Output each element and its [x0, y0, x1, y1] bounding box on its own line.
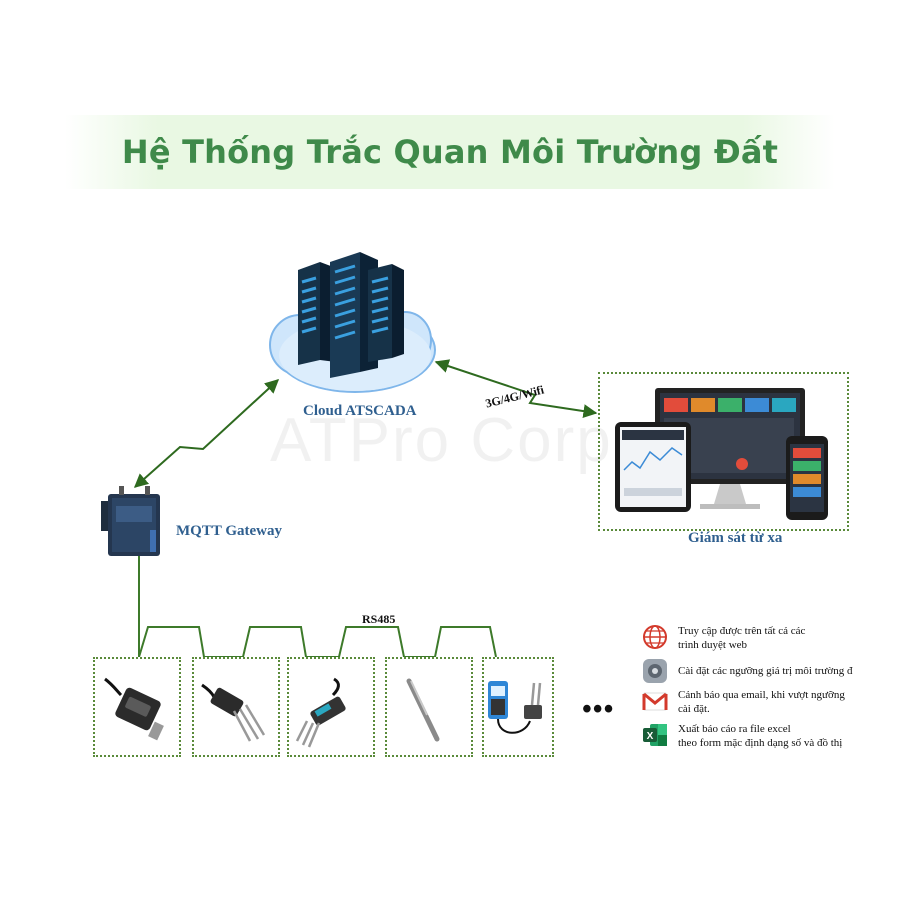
sensor-box-3: [287, 657, 375, 757]
cloud-gateway-link: [133, 379, 280, 488]
rs485-label: RS485: [362, 612, 396, 626]
soil-probe-sensor-icon: [201, 683, 266, 742]
page-title: Hệ Thống Trắc Quan Môi Trường Đất: [121, 133, 779, 171]
feature-text-line: cài đặt.: [678, 703, 710, 715]
soil-sensor-icon: [104, 677, 164, 741]
sensor-box-4: [385, 657, 473, 757]
monitoring-devices-icon: [615, 388, 828, 520]
feature-text-line: trình duyệt web: [678, 639, 748, 651]
feature-text-line: Cảnh báo qua email, khi vượt ngưỡng: [678, 689, 845, 701]
gateway-label: MQTT Gateway: [176, 523, 282, 539]
sensor-box-1: [93, 657, 181, 757]
globe-icon: [643, 625, 667, 649]
mqtt-gateway-icon: [101, 486, 160, 556]
rs485-bus: [138, 626, 497, 658]
more-sensors-ellipsis: •••: [582, 694, 615, 725]
sensor-box-5: [482, 657, 554, 757]
cloud-label: Cloud ATSCADA: [303, 403, 417, 419]
feature-text-line: Truy cập được trên tất cả các: [678, 625, 806, 637]
probe-pen-icon: [406, 678, 440, 742]
feature-text-line: theo form mặc định dạng số và đồ thị: [678, 737, 843, 749]
sensor-box-2: [192, 657, 280, 757]
svg-text:X: X: [647, 731, 654, 742]
feature-item-excel-report: X Xuất báo cáo ra file excel theo form m…: [642, 722, 857, 750]
feature-text-line: Xuất báo cáo ra file excel: [678, 723, 791, 735]
cloud-monitor-link: [434, 359, 598, 419]
feature-item-web-access: Truy cập được trên tất cả các trình duyệ…: [642, 624, 857, 652]
feature-text-line: Cài đặt các ngưỡng giá trị môi trường đ: [678, 665, 853, 677]
gmail-icon: [642, 692, 668, 711]
excel-icon: X: [643, 724, 667, 746]
monitoring-label: Giám sát từ xa: [688, 530, 783, 546]
monitoring-box: [598, 372, 849, 531]
cloud-server-icon: [269, 252, 436, 393]
title-banner: Hệ Thống Trắc Quan Môi Trường Đất: [65, 115, 835, 189]
soil-moisture-sensor-icon: [295, 677, 346, 748]
handheld-meter-icon: [488, 681, 542, 734]
settings-icon: [643, 659, 667, 683]
feature-item-email-alert: Cảnh báo qua email, khi vượt ngưỡng cài …: [642, 688, 857, 716]
feature-list: Truy cập được trên tất cả các trình duyệ…: [642, 624, 857, 756]
feature-item-thresholds: Cài đặt các ngưỡng giá trị môi trường đ: [642, 658, 857, 684]
